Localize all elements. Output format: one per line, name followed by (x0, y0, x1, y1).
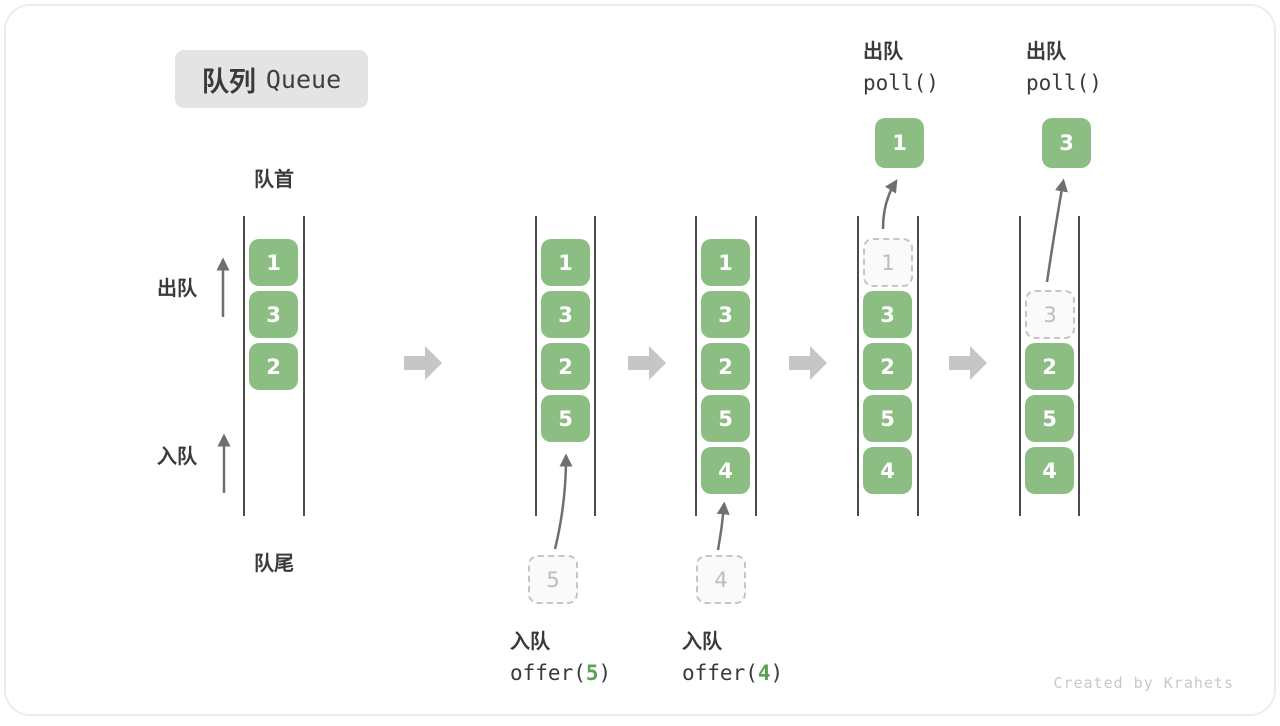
queue-element: 5 (541, 395, 590, 442)
op-enqueue4-code: offer(4) (682, 661, 784, 685)
queue-element: 4 (701, 447, 750, 494)
queue-diagram: 队列 Queue 队首 队尾 出队 入队 1 3 2 1 3 2 5 5 1 3… (4, 4, 1276, 716)
channel-line (1078, 216, 1080, 516)
queue-element: 1 (249, 239, 298, 286)
title-en: Queue (265, 64, 342, 94)
queue-element: 2 (249, 343, 298, 390)
removed-element-ghost: 1 (863, 238, 913, 287)
queue-element: 1 (701, 239, 750, 286)
queue-element: 3 (249, 291, 298, 338)
queue-element: 4 (1025, 447, 1074, 494)
state-transition-arrow (949, 346, 987, 380)
dequeue-1-arrow (881, 179, 898, 230)
enqueue-5-arrow (553, 453, 573, 550)
dequeue-3-arrow (1045, 178, 1068, 283)
op-poll2-code: poll() (1026, 71, 1102, 95)
op-poll-second: 出队 poll() (1026, 35, 1102, 101)
op-enqueue4-label: 入队 (682, 629, 722, 653)
queue-element: 1 (541, 239, 590, 286)
arrows-overlay (216, 178, 1068, 551)
enqueue-4-arrow (716, 501, 730, 551)
op-poll2-label: 出队 (1026, 39, 1066, 63)
polled-element: 3 (1042, 118, 1091, 168)
label-queue-front: 队首 (254, 167, 294, 191)
queue-element: 2 (701, 343, 750, 390)
channel-line (755, 216, 757, 516)
op-enqueue5-arg: 5 (585, 661, 599, 685)
channel-line (303, 216, 305, 516)
incoming-element-ghost: 4 (696, 555, 746, 604)
op-enqueue-offer4: 入队 offer(4) (682, 625, 783, 691)
queue-element: 5 (701, 395, 750, 442)
state-transition-arrow (628, 346, 666, 380)
op-poll1-label: 出队 (863, 39, 903, 63)
title-zh: 队列 (201, 66, 256, 98)
queue-element: 4 (863, 447, 912, 494)
state-transition-arrow (404, 346, 442, 380)
title-badge: 队列 Queue (175, 50, 368, 108)
queue-element: 5 (1025, 395, 1074, 442)
label-enqueue-left: 入队 (157, 444, 197, 468)
channel-line (857, 216, 859, 516)
op-enqueue5-code: offer(5) (510, 661, 612, 685)
incoming-element-ghost: 5 (528, 555, 578, 604)
channel-line (243, 216, 245, 516)
channel-line (917, 216, 919, 516)
polled-element: 1 (875, 118, 924, 168)
label-queue-rear: 队尾 (254, 551, 294, 575)
credit-text: Created by Krahets (1053, 674, 1234, 692)
queue-element: 3 (863, 291, 912, 338)
channel-line (1019, 216, 1021, 516)
queue-element: 3 (541, 291, 590, 338)
op-enqueue-offer5: 入队 offer(5) (510, 625, 611, 691)
channel-line (695, 216, 697, 516)
channel-line (535, 216, 537, 516)
label-dequeue-left: 出队 (157, 276, 197, 300)
channel-line (594, 216, 596, 516)
removed-element-ghost: 3 (1025, 290, 1075, 339)
queue-element: 2 (1025, 343, 1074, 390)
queue-element: 3 (701, 291, 750, 338)
state-transition-arrow (789, 346, 827, 380)
op-poll-first: 出队 poll() (863, 35, 939, 101)
op-poll1-code: poll() (863, 71, 939, 95)
queue-element: 2 (541, 343, 590, 390)
queue-element: 2 (863, 343, 912, 390)
queue-element: 5 (863, 395, 912, 442)
op-enqueue4-arg: 4 (757, 661, 771, 685)
op-enqueue5-label: 入队 (510, 629, 550, 653)
